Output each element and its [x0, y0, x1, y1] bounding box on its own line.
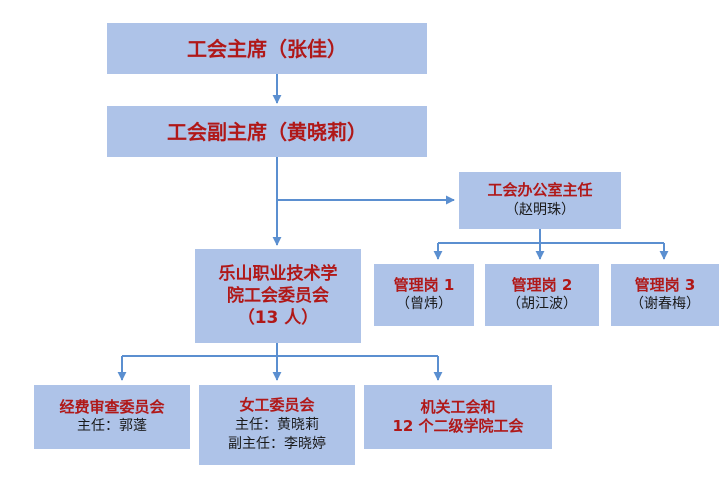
committee-name-line2: 院工会委员会 [227, 285, 329, 306]
committee-name-line1: 乐山职业技术学 [218, 263, 338, 284]
women-committee-box: 女工委员会 主任：黄晓莉 副主任：李晓婷 [199, 385, 355, 465]
union-branches-line2: 12 个二级学院工会 [392, 417, 524, 435]
office-director-name: （赵明珠） [505, 201, 575, 218]
union-branches-line1: 机关工会和 [420, 397, 496, 416]
post-2-box: 管理岗 2 （胡江波） [485, 264, 599, 326]
funds-committee-director: 主任：郭蓬 [77, 418, 147, 435]
committee-size: （13 人） [237, 308, 319, 329]
women-committee-director: 主任：黄晓莉 [235, 416, 319, 433]
vice-chairman-box: 工会副主席（黄晓莉） [107, 106, 427, 157]
vice-chairman-title: 工会副主席（黄晓莉） [167, 119, 367, 144]
post-2-name: （胡江波） [507, 296, 577, 313]
post-1-name: （曾炜） [396, 296, 452, 313]
post-1-title: 管理岗 1 [393, 275, 455, 294]
post-1-box: 管理岗 1 （曾炜） [374, 264, 474, 326]
committee-box: 乐山职业技术学 院工会委员会 （13 人） [195, 249, 361, 343]
union-branches-box: 机关工会和 12 个二级学院工会 [364, 385, 552, 449]
post-2-title: 管理岗 2 [511, 275, 573, 294]
office-director-title: 工会办公室主任 [487, 181, 593, 200]
post-3-name: （谢春梅） [630, 296, 700, 313]
chairman-title: 工会主席（张佳） [187, 36, 347, 61]
funds-committee-title: 经费审查委员会 [59, 397, 165, 416]
funds-committee-box: 经费审查委员会 主任：郭蓬 [34, 385, 190, 449]
post-3-title: 管理岗 3 [634, 275, 696, 294]
chairman-box: 工会主席（张佳） [107, 23, 427, 74]
post-3-box: 管理岗 3 （谢春梅） [611, 264, 719, 326]
women-committee-title: 女工委员会 [239, 396, 315, 415]
office-director-box: 工会办公室主任 （赵明珠） [459, 172, 621, 229]
women-committee-deputy: 副主任：李晓婷 [228, 435, 326, 452]
